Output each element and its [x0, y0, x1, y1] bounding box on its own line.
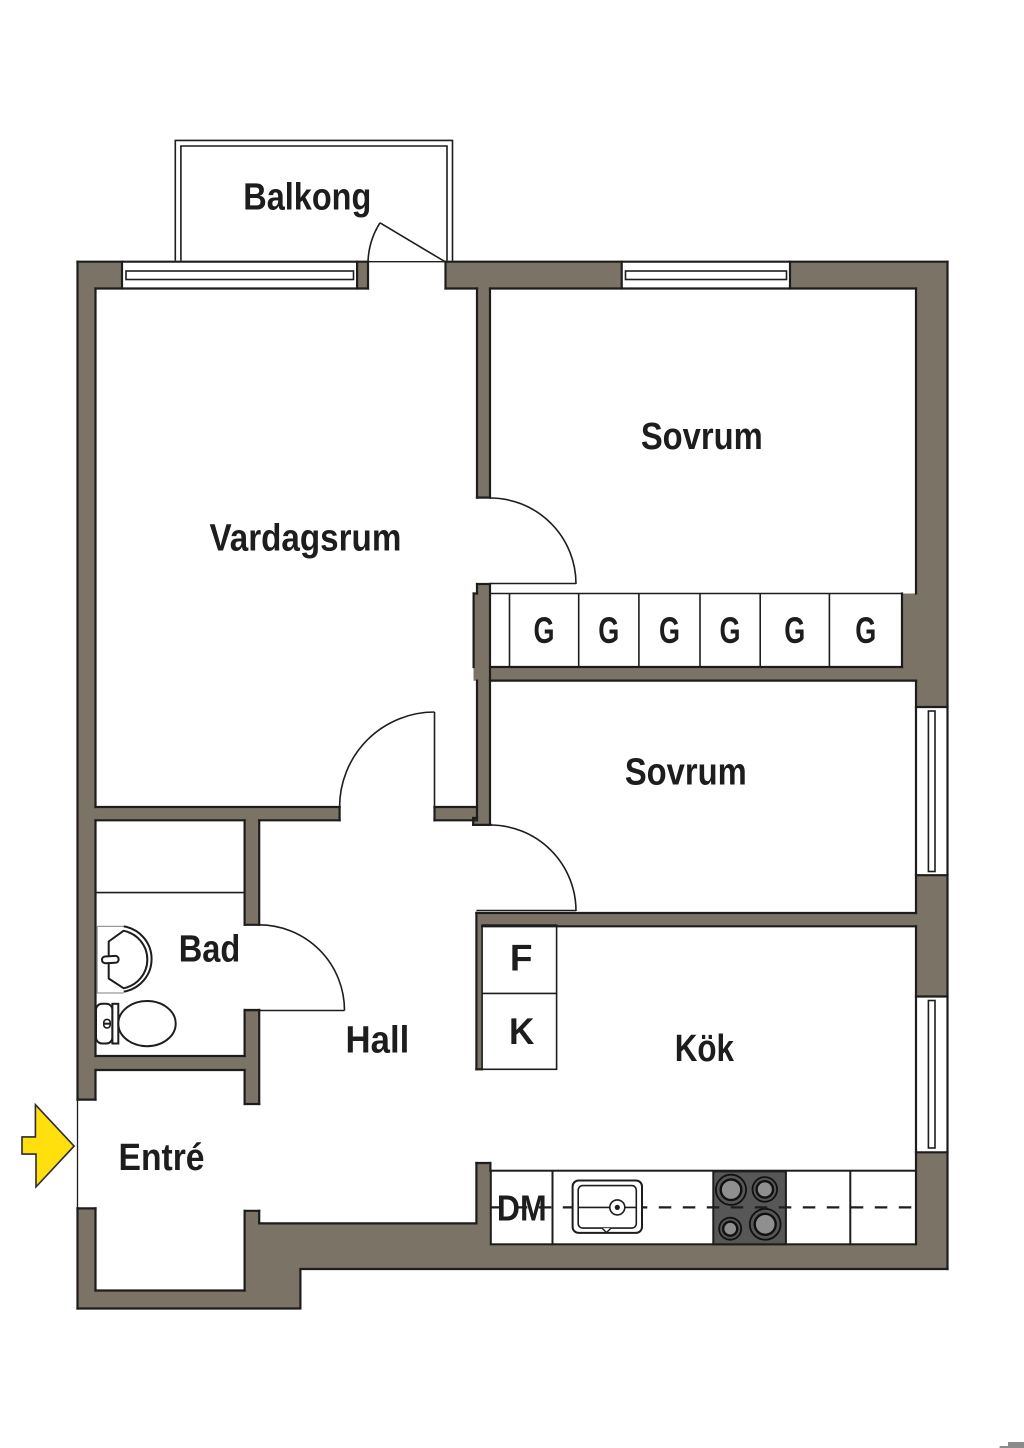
svg-text:G: G	[784, 610, 805, 651]
svg-text:Hall: Hall	[346, 1018, 410, 1061]
svg-text:G: G	[533, 610, 554, 651]
svg-text:G: G	[719, 610, 740, 651]
svg-text:K: K	[509, 1010, 534, 1052]
svg-text:Sovrum: Sovrum	[625, 750, 747, 793]
svg-text:Balkong: Balkong	[243, 176, 371, 218]
svg-text:F: F	[510, 938, 533, 979]
svg-text:Vardagsrum: Vardagsrum	[209, 516, 401, 559]
svg-text:G: G	[855, 610, 876, 651]
svg-text:Kök: Kök	[675, 1027, 735, 1070]
svg-text:G: G	[598, 610, 619, 651]
svg-text:G: G	[659, 610, 680, 651]
svg-text:Sovrum: Sovrum	[641, 415, 763, 458]
svg-text:Bad: Bad	[179, 928, 241, 970]
svg-text:Entré: Entré	[118, 1136, 204, 1178]
svg-text:DM: DM	[497, 1189, 547, 1229]
